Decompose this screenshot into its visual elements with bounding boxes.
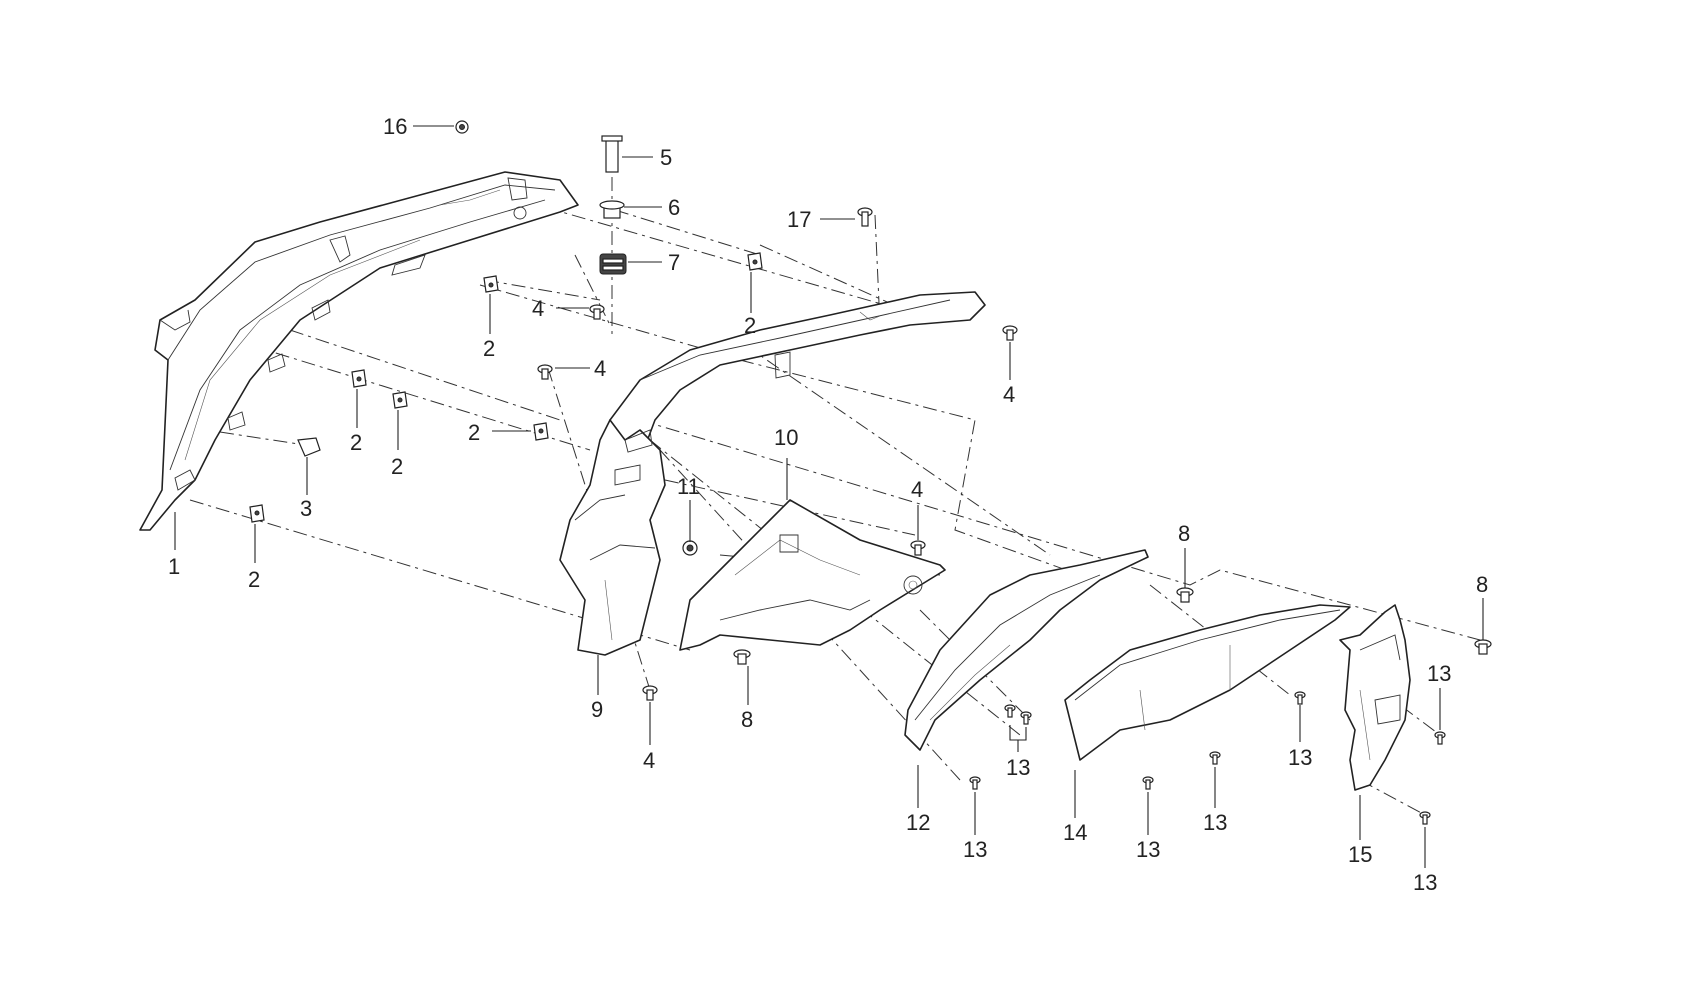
callout-10: 10 [774,425,798,450]
hardware-2-clip-nut [351,369,367,388]
callout-labels: 16 5 6 7 17 2 4 2 4 4 2 2 2 3 1 2 10 11 … [168,114,1488,895]
callout-13: 13 [1427,661,1451,686]
assembly-line [519,199,931,319]
part-15-rear-bracket [1339,604,1411,791]
assembly-line [614,209,761,256]
hardware-3-clip [297,437,321,457]
callout-9: 9 [591,697,603,722]
part-1-front-fairing [139,171,579,531]
hardware-4-screw [642,685,658,701]
hardware-4-screw [589,304,605,320]
part-9-side-panel [559,419,666,656]
callout-8: 8 [1178,521,1190,546]
callout-2: 2 [248,567,260,592]
callout-15: 15 [1348,842,1372,867]
part-12-side-trim [904,549,1149,751]
assembly-line [574,254,611,326]
callout-14: 14 [1063,820,1087,845]
hardware-8-bolt [733,649,751,665]
hardware-2-clip-nut [747,252,763,271]
hardware-4-screw [910,540,926,556]
assembly-line [1359,779,1426,816]
hardware [249,120,1492,825]
hardware-16-clip [455,120,469,134]
callout-13: 13 [1288,745,1312,770]
hardware-8-bolt [1176,587,1194,603]
callout-17: 17 [787,207,811,232]
callout-13: 13 [1136,837,1160,862]
hardware-7-grommet [599,253,627,275]
assembly-line [759,244,906,311]
callout-16: 16 [383,114,407,139]
assembly-line [639,419,1481,641]
assembly-line [289,329,561,421]
callout-2: 2 [350,430,362,455]
part-14-lower-cowl [1064,604,1351,761]
part-upper-frame-bracket [609,291,986,481]
callout-1: 1 [168,554,180,579]
hardware-13-screw [1294,691,1306,705]
callout-13: 13 [963,837,987,862]
assembly-line [479,284,726,356]
callout-8: 8 [1476,572,1488,597]
callout-5: 5 [660,145,672,170]
assembly-line [484,279,601,301]
callout-12: 12 [906,810,930,835]
assembly-line [739,359,1081,576]
callout-13: 13 [1006,755,1030,780]
callout-4: 4 [532,296,544,321]
callout-3: 3 [300,496,312,521]
callout-4: 4 [1003,382,1015,407]
part-10-inner-panel [679,499,946,651]
callout-11: 11 [677,474,700,499]
hardware-8-bolt [1474,639,1492,655]
callout-8: 8 [741,707,753,732]
callout-2: 2 [483,336,495,361]
assembly-line [219,431,306,446]
hardware-2-clip-nut [483,275,499,293]
hardware-2-clip-nut [392,391,408,409]
callout-13: 13 [1203,810,1227,835]
hardware-4-screw [537,364,553,380]
callout-6: 6 [668,195,680,220]
hardware-17-screw [857,207,873,227]
callout-13: 13 [1413,870,1437,895]
hardware-13-screw [1434,731,1446,745]
callout-2: 2 [468,420,480,445]
hardware-13-screw [1209,751,1221,765]
callout-4: 4 [643,748,655,773]
hardware-13-screw [969,776,981,790]
assembly-line [744,344,1051,556]
hardware-2-clip-nut [533,422,549,441]
hardware-6-collar [599,200,625,219]
hardware-2-clip-nut [249,504,265,523]
hardware-13-screw [1004,704,1016,718]
hardware-13-screw [1020,711,1032,725]
callout-7: 7 [668,250,680,275]
hardware-4-screw [1002,325,1018,341]
callout-4: 4 [911,477,923,502]
leader-lines [174,125,1484,868]
hardware-13-screw [1419,811,1431,825]
hardware-5-bolt [601,135,623,173]
hardware-11-grommet [682,540,698,556]
callout-4: 4 [594,356,606,381]
callout-2: 2 [391,454,403,479]
assembly-line [249,344,591,451]
hardware-13-screw [1142,776,1154,790]
assembly-line [919,609,1031,721]
callout-2: 2 [744,313,756,338]
